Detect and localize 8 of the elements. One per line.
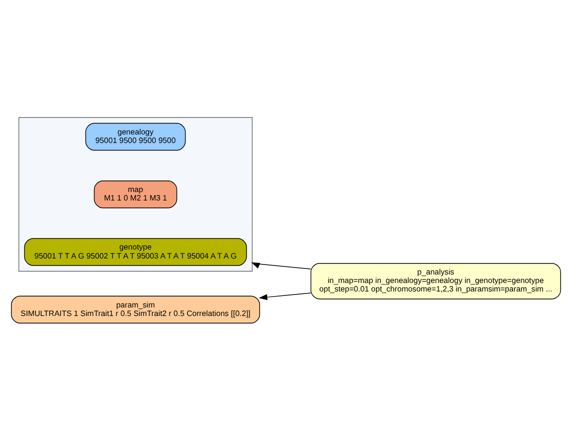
node-box: p_analysis in_map=map in_genealogy=genealogy in_genotype=genotype opt_step=0.01 opt_chromosome=1,2,3 in_paramsim=param_sim ...	[310, 262, 561, 299]
node-box: map M1 1 0 M2 1 M3 1	[94, 180, 178, 208]
cluster	[18, 116, 253, 272]
node-box: genealogy 95001 9500 9500 9500	[85, 122, 186, 150]
arrow	[258, 292, 312, 300]
node-box: genotype 95001 T T A G 95002 T T A T 95003 A T A T 95004 A T A G	[24, 238, 247, 266]
arrow	[251, 262, 312, 269]
node-box: param_sim SIMULTRAITS 1 SimTrait1 r 0.5 SimTrait2 r 0.5 Correlations [[0.2]]	[11, 295, 260, 323]
